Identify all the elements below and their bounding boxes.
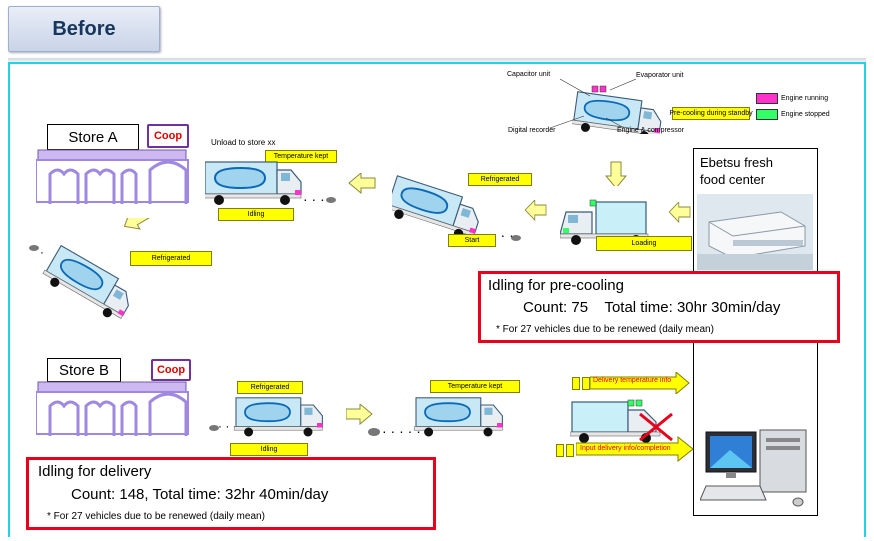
input-marker-b [566,444,574,457]
temp-kept-label-2: Temperature kept [430,380,520,393]
truck-temp-kept: · · · · · [366,394,526,444]
engine-stopped-swatch [756,109,778,120]
precooling-stats: Count: 75 Total time: 30hr 30min/day [523,299,780,316]
store-a-building [36,148,196,208]
delivery-title: Idling for delivery [38,463,151,480]
engine-running-label: Engine running [781,95,828,102]
start-label: Start [448,234,496,247]
arrow-left-1 [347,173,377,195]
delivery-stats: Count: 148, Total time: 32hr 40min/day [71,486,328,503]
food-center-line1: Ebetsu fresh [700,154,773,171]
store-b-building [36,380,196,440]
food-center-line2: food center [700,171,773,188]
store-a-label: Store A [47,124,139,150]
arrow-down [604,160,628,186]
computer-icon [700,428,814,510]
loading-label: Loading [596,236,692,251]
precooling-note: * For 27 vehicles due to be renewed (dai… [496,324,714,335]
store-b-label: Store B [47,358,121,382]
idling-label-1: Idling [218,208,294,221]
coop-logo-b: Coop [151,359,191,381]
idling-label-2: Idling [230,443,308,456]
truck-store-a: · · · · [205,160,345,215]
arrow-left-2 [524,200,548,222]
unload-label: Unload to store xx [211,138,275,147]
refrigerated-label-2: Refrigerated [130,251,212,266]
truck-store-b: · · · [208,394,328,444]
input-delivery-label: Input delivery info/completion [580,445,671,452]
temp-info-marker-a [572,377,580,390]
svg-text:· · · · ·: · · · · · [382,423,421,439]
delivery-temp-label: Delivery temperature info [593,377,671,384]
before-title: Before [52,18,115,41]
delivery-note: * For 27 vehicles due to be renewed (dai… [47,511,265,522]
coop-logo-a: Coop [147,124,189,148]
precooling-standby-label: Pre-cooling during standby [672,107,750,120]
svg-text:· · ·: · · · [218,419,237,433]
svg-text:·: · [40,245,44,259]
engine-stopped-label: Engine stopped [781,111,830,118]
cross-icon [636,410,676,444]
refrigerated-label-3: Refrigerated [237,381,303,394]
food-center-name: Ebetsu fresh food center [700,154,773,188]
input-marker-a [556,444,564,457]
food-center-building [697,194,813,270]
arrow-left-3 [668,202,692,224]
refrigerated-label-1: Refrigerated [468,173,532,186]
engine-running-swatch [756,93,778,104]
precooling-title: Idling for pre-cooling [488,277,624,294]
part-leaders [540,76,660,136]
before-tab: Before [8,6,160,52]
temp-info-marker-b [582,377,590,390]
